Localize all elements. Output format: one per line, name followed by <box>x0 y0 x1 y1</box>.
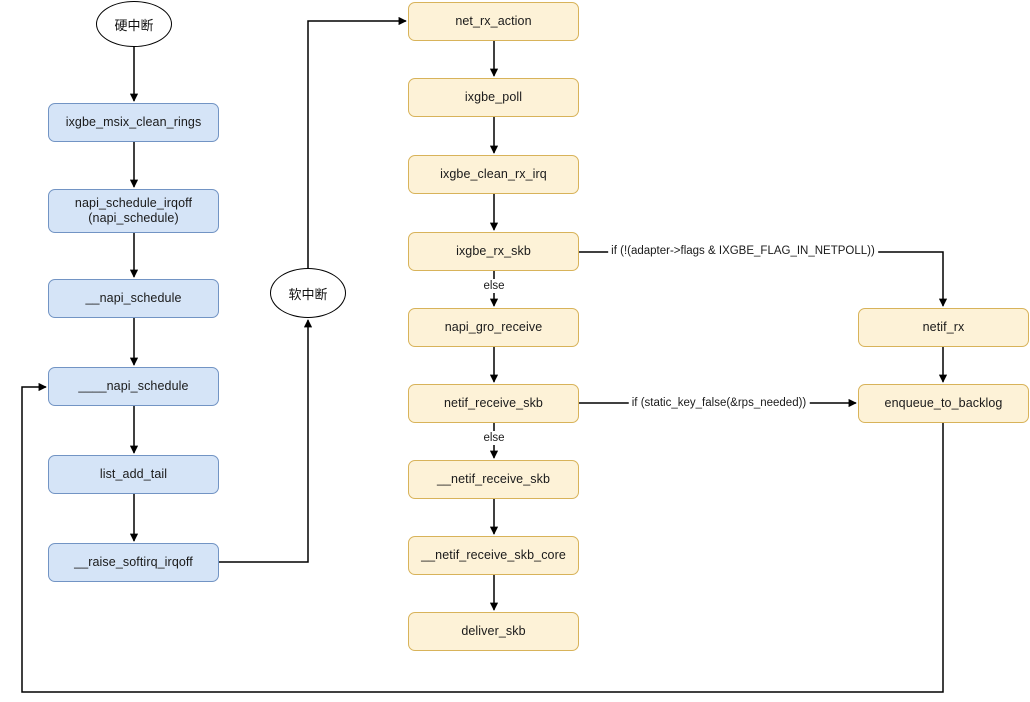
node-label: deliver_skb <box>461 624 526 638</box>
node-netif-receive-skb[interactable]: netif_receive_skb <box>408 384 579 423</box>
node-label: __netif_receive_skb_core <box>421 548 566 562</box>
node-label: ixgbe_clean_rx_irq <box>440 167 547 181</box>
node-__raise-softirq-irqoff[interactable]: __raise_softirq_irqoff <box>48 543 219 582</box>
node-label: ixgbe_rx_skb <box>456 244 531 258</box>
node-label: ____napi_schedule <box>78 379 189 393</box>
edge-label-text: else <box>483 432 505 444</box>
node-label: napi_gro_receive <box>444 320 543 334</box>
node-napi-schedule-irqoff[interactable]: napi_schedule_irqoff (napi_schedule) <box>48 189 219 233</box>
node-label: __raise_softirq_irqoff <box>74 555 193 569</box>
edge-raise-softirq-to-softirq <box>219 319 313 563</box>
edge-label-else-netif-receive-skb: else <box>480 431 508 445</box>
node-enqueue-to-backlog[interactable]: enqueue_to_backlog <box>858 384 1029 423</box>
node-napi-gro-receive[interactable]: napi_gro_receive <box>408 308 579 347</box>
node-____napi-schedule[interactable]: ____napi_schedule <box>48 367 219 406</box>
node-__napi-schedule[interactable]: __napi_schedule <box>48 279 219 318</box>
node-net-rx-action[interactable]: net_rx_action <box>408 2 579 41</box>
node-label: list_add_tail <box>99 467 168 481</box>
node-label: netif_rx <box>922 320 965 334</box>
node-label: ixgbe_poll <box>464 90 523 104</box>
node-ixgbe-rx-skb[interactable]: ixgbe_rx_skb <box>408 232 579 271</box>
edge-label-text: if (!(adapter->flags & IXGBE_FLAG_IN_NET… <box>611 245 875 257</box>
edge-rx-skb-to-netif-rx <box>579 251 948 307</box>
node-list-add-tail[interactable]: list_add_tail <box>48 455 219 494</box>
edge-label-text: else <box>483 280 505 292</box>
node-ixgbe-clean-rx-irq[interactable]: ixgbe_clean_rx_irq <box>408 155 579 194</box>
terminal-soft-interrupt: 软中断 <box>270 268 346 318</box>
edge-label-rps-condition: if (static_key_false(&rps_needed)) <box>628 396 810 410</box>
node-ixgbe-poll[interactable]: ixgbe_poll <box>408 78 579 117</box>
node-label: net_rx_action <box>455 14 532 28</box>
node-label: napi_schedule_irqoff (napi_schedule) <box>74 196 193 225</box>
node-label: __napi_schedule <box>85 291 182 305</box>
terminal-soft-interrupt-label: 软中断 <box>288 287 328 303</box>
edge-label-netpoll-condition: if (!(adapter->flags & IXGBE_FLAG_IN_NET… <box>608 244 878 258</box>
node-label: ixgbe_msix_clean_rings <box>65 115 202 129</box>
edge-label-else-ixgbe-rx-skb: else <box>480 279 508 293</box>
terminal-hard-interrupt: 硬中断 <box>96 1 172 47</box>
node-label: enqueue_to_backlog <box>884 396 1003 410</box>
edge-softirq-to-net-rx-action <box>307 16 407 268</box>
node-__netif-receive-skb-core[interactable]: __netif_receive_skb_core <box>408 536 579 575</box>
node-label: __netif_receive_skb <box>436 472 551 486</box>
node-netif-rx[interactable]: netif_rx <box>858 308 1029 347</box>
edge-label-text: if (static_key_false(&rps_needed)) <box>631 397 807 409</box>
terminal-hard-interrupt-label: 硬中断 <box>114 18 154 34</box>
node-deliver-skb[interactable]: deliver_skb <box>408 612 579 651</box>
node-label: netif_receive_skb <box>444 396 543 410</box>
node-__netif-receive-skb[interactable]: __netif_receive_skb <box>408 460 579 499</box>
node-ixgbe-msix-clean-rings[interactable]: ixgbe_msix_clean_rings <box>48 103 219 142</box>
